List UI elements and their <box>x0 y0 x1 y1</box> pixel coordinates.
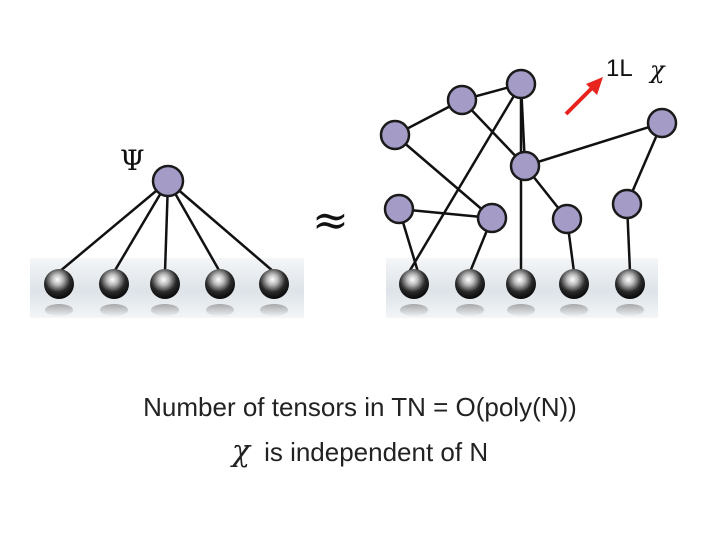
sphere-reflection <box>260 304 288 316</box>
network-node <box>379 119 411 151</box>
network-node <box>446 84 478 116</box>
physical-site-sphere <box>99 269 129 299</box>
chi-symbol: χ <box>231 434 251 469</box>
psi-legs <box>58 180 275 273</box>
caption-line-1: Number of tensors in TN = O(poly(N)) <box>143 392 577 422</box>
physical-site-sphere <box>506 269 536 299</box>
psi-tensor-node <box>151 164 185 198</box>
physical-site-sphere <box>259 269 289 299</box>
physical-site-sphere <box>559 269 589 299</box>
chi-label: χ <box>648 56 666 84</box>
bond-label: 1L <box>606 55 633 82</box>
caption-line-2: χ is independent of N <box>0 434 720 469</box>
sphere-reflection <box>616 304 644 316</box>
sphere-reflection <box>45 304 73 316</box>
network-node <box>509 150 541 182</box>
psi-label: Ψ <box>120 144 145 177</box>
network-node <box>505 68 537 100</box>
sphere-reflection <box>100 304 128 316</box>
physical-site-sphere <box>399 269 429 299</box>
physical-site-sphere <box>205 269 235 299</box>
physical-site-sphere <box>455 269 485 299</box>
physical-site-sphere <box>44 269 74 299</box>
left-spheres <box>44 269 289 316</box>
sphere-reflection <box>400 304 428 316</box>
network-node <box>611 188 643 220</box>
network-node <box>646 107 678 139</box>
sphere-reflection <box>151 304 179 316</box>
network-node <box>551 203 583 235</box>
network-node <box>476 202 508 234</box>
network-node <box>383 193 415 225</box>
sphere-reflection <box>560 304 588 316</box>
sphere-reflection <box>206 304 234 316</box>
caption-line-2-text: is independent of N <box>264 437 489 467</box>
approx-sign: ≈ <box>312 195 349 246</box>
sphere-reflection <box>456 304 484 316</box>
network-nodes <box>379 68 678 235</box>
bond-arrow <box>564 77 603 116</box>
sphere-reflection <box>507 304 535 316</box>
physical-site-sphere <box>615 269 645 299</box>
physical-site-sphere <box>150 269 180 299</box>
right-spheres <box>399 269 645 316</box>
